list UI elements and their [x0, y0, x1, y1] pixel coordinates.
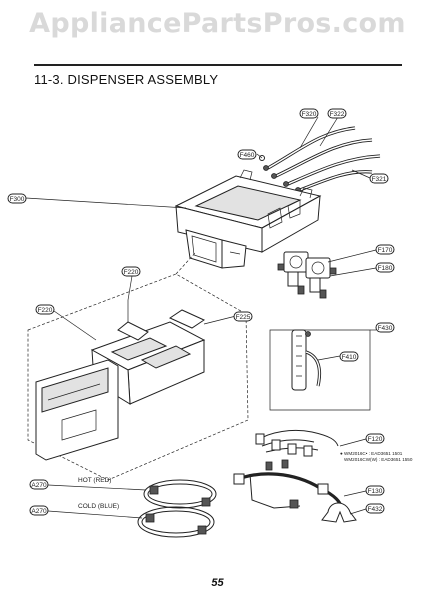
leader-lines — [25, 116, 377, 519]
svg-text:F130: F130 — [368, 488, 383, 495]
level-sensor-assembly — [269, 329, 371, 411]
callout-f300: F300 — [7, 193, 27, 204]
svg-text:F120: F120 — [368, 436, 383, 443]
callout-f220-left: F220 — [35, 304, 55, 315]
svg-text:F460: F460 — [240, 152, 255, 159]
callout-f322: F322 — [327, 108, 347, 119]
header-rule — [34, 64, 402, 66]
callout-f432: F432 — [365, 503, 385, 514]
callout-f120: F120 — [365, 433, 385, 444]
model-note-line-1: ● WM2016C• : EAD3651 1501 — [340, 451, 403, 456]
callout-f430: F430 — [375, 322, 395, 333]
svg-text:F220: F220 — [38, 307, 53, 314]
callout-a270-cold: A270 — [29, 505, 49, 516]
callout-f320-top: F320 — [299, 108, 319, 119]
svg-text:F220: F220 — [124, 269, 139, 276]
watermark-text: AppliancePartsPros.com — [29, 8, 406, 39]
cold-hose-label: COLD (BLUE) — [78, 503, 119, 510]
callout-f220: F220 — [121, 266, 141, 277]
page-number: 55 — [211, 577, 224, 589]
callout-f130: F130 — [365, 485, 385, 496]
callout-f225: F225 — [233, 311, 253, 322]
svg-text:F225: F225 — [236, 314, 251, 321]
callout-f460: F460 — [237, 149, 257, 160]
water-hoses — [263, 126, 381, 193]
svg-text:A270: A270 — [31, 508, 47, 515]
svg-text:F432: F432 — [368, 506, 383, 513]
svg-text:F180: F180 — [378, 265, 393, 272]
bracket-f432 — [321, 502, 357, 523]
callout-f410: F410 — [339, 351, 359, 362]
detergent-drawer — [35, 300, 206, 461]
assembly-boundary-dashed — [27, 273, 249, 481]
callout-f180: F180 — [375, 262, 395, 273]
dispenser-housing — [174, 169, 322, 269]
section-title: 11-3. DISPENSER ASSEMBLY — [34, 72, 219, 87]
inlet-hoses — [137, 479, 217, 538]
callout-f170: F170 — [375, 244, 395, 255]
callout-a270-hot: A270 — [29, 479, 49, 490]
svg-text:F320: F320 — [302, 111, 317, 118]
water-valve-assembly — [277, 251, 337, 299]
svg-text:F430: F430 — [378, 325, 393, 332]
hot-hose-label: HOT (RED) — [78, 477, 111, 484]
callout-f321: F321 — [369, 173, 389, 184]
model-note-line-2: WM2016CW(W) : EAD3651 1550 — [344, 457, 413, 462]
svg-text:F410: F410 — [342, 354, 357, 361]
svg-text:F321: F321 — [372, 176, 387, 183]
svg-text:F300: F300 — [10, 196, 25, 203]
svg-text:F322: F322 — [330, 111, 345, 118]
svg-text:A270: A270 — [31, 482, 47, 489]
wire-harness — [233, 429, 344, 509]
svg-text:F170: F170 — [378, 247, 393, 254]
